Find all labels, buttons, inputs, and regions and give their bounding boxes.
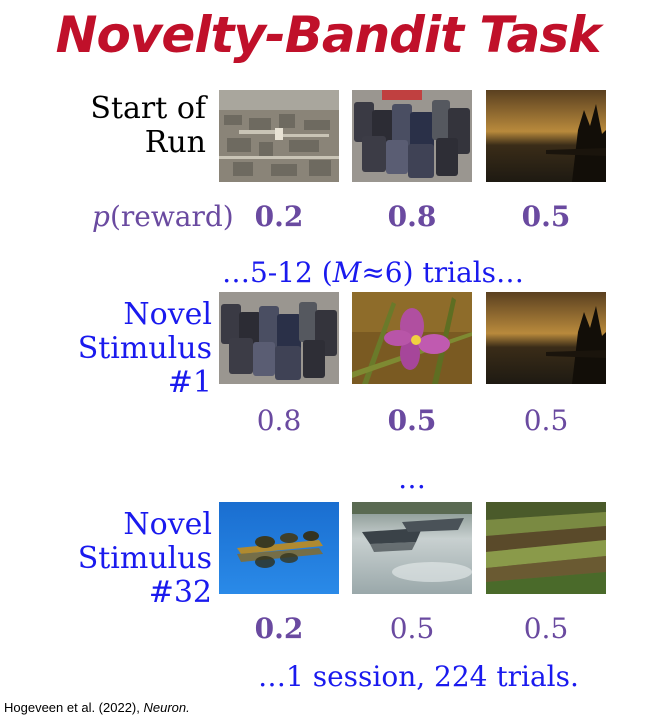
- row-label-novel-stimulus-32: Novel Stimulus #32: [40, 508, 212, 610]
- sunset-lake-photo: [486, 90, 606, 182]
- label-line: Run: [144, 125, 206, 160]
- session-note: …1 session, 224 trials.: [150, 660, 656, 693]
- row-label-novel-stimulus-1: Novel Stimulus #1: [40, 298, 212, 400]
- ellipsis-text: …: [398, 462, 426, 495]
- luggage-photo: [352, 90, 472, 182]
- sunset-lake-photo: [486, 292, 606, 384]
- reward-value: 0.5: [387, 404, 437, 437]
- label-line: Novel: [123, 507, 212, 542]
- reward-value: 0.2: [254, 200, 304, 233]
- label-line: Start of: [90, 91, 206, 126]
- reward-value: 0.5: [389, 612, 435, 645]
- trials-between-note: …5-12 (M≈6) trials…: [90, 256, 656, 289]
- label-line: #1: [167, 365, 212, 400]
- reward-value: 0.5: [523, 404, 569, 437]
- reward-value: 0.2: [254, 612, 304, 645]
- reward-value: 0.8: [387, 200, 437, 233]
- reward-value: 0.5: [521, 200, 571, 233]
- reward-value: 0.8: [256, 404, 302, 437]
- farm-field-photo: [486, 502, 606, 594]
- ellipsis-note: …: [352, 462, 472, 495]
- citation: Hogeveen et al. (2022), Neuron.: [4, 700, 190, 715]
- citation-authors: Hogeveen et al. (2022),: [4, 700, 144, 715]
- reward-value: 0.5: [523, 612, 569, 645]
- purple-flower-photo: [352, 292, 472, 384]
- paris-aerial-photo: [219, 90, 339, 182]
- trials-text: …5-12 (M≈6) trials…: [221, 256, 525, 289]
- reward-text: (reward): [109, 200, 234, 233]
- label-line: #32: [148, 575, 212, 610]
- label-line: Stimulus: [77, 541, 212, 576]
- p-symbol: p: [92, 200, 110, 233]
- luggage-photo: [219, 292, 339, 384]
- p-reward-label: p(reward): [92, 200, 234, 233]
- label-line: Novel: [123, 297, 212, 332]
- rowboat-photo: [352, 502, 472, 594]
- row-label-start-of-run: Start of Run: [40, 92, 206, 160]
- citation-journal: Neuron.: [143, 700, 190, 715]
- session-text: …1 session, 224 trials.: [258, 660, 579, 693]
- turtles-on-log-photo: [219, 502, 339, 594]
- label-line: Stimulus: [77, 331, 212, 366]
- slide-title: Novelty-Bandit Task: [55, 6, 602, 64]
